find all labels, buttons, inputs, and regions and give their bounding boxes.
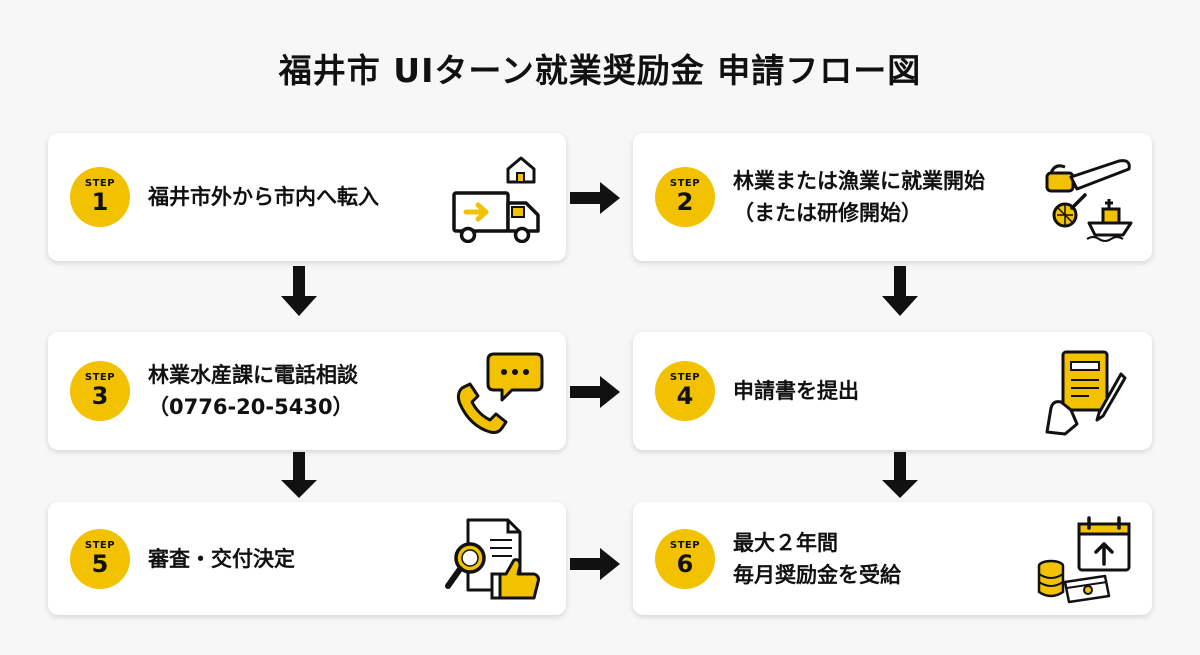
step-badge: STEP 1 [70, 167, 130, 227]
step-number: 4 [676, 382, 694, 410]
moving-truck-icon [452, 156, 540, 243]
step-label-line: 申請書を提出 [733, 379, 859, 403]
arrow-down-step1-to-step3 [281, 266, 317, 316]
step-label-line: 福井市外から市内へ転入 [148, 185, 379, 209]
page-title: 福井市 UIターン就業奨励金 申請フロー図 [278, 51, 922, 90]
phone-chat-icon [456, 352, 544, 434]
step-badge: STEP 3 [70, 361, 130, 421]
step-word: STEP [84, 539, 116, 551]
arrow-right-step3-to-step4 [570, 376, 620, 408]
arrow-right-step5-to-step6 [570, 548, 620, 580]
step-label: 福井市外から市内へ転入 [148, 181, 379, 213]
step-badge: STEP 5 [70, 528, 130, 589]
step-word: STEP [669, 539, 701, 551]
arrow-down-step3-to-step5 [281, 452, 317, 498]
step-label-line: （または研修開始） [733, 201, 922, 225]
step-word: STEP [84, 372, 116, 383]
step-number: 2 [676, 188, 694, 216]
arrow-right-step1-to-step2 [570, 182, 620, 214]
step-word: STEP [669, 178, 701, 189]
step-card-2: STEP 2 林業または漁業に就業開始 （または研修開始） [633, 133, 1152, 261]
step-badge: STEP 2 [655, 167, 715, 227]
step-badge: STEP 4 [655, 361, 715, 421]
step-label-line: 最大２年間 [733, 530, 838, 555]
step-number: 1 [91, 188, 109, 216]
step-label: 申請書を提出 [733, 375, 859, 407]
step-label-line: 林業または漁業に就業開始 [733, 169, 985, 193]
step-number: 3 [91, 382, 109, 410]
step-card-4: STEP 4 申請書を提出 [633, 332, 1152, 450]
step-number: 6 [676, 549, 694, 578]
chainsaw-fishing-boat-icon [1045, 159, 1133, 242]
step-label: 最大２年間 毎月奨励金を受給 [733, 527, 901, 591]
arrow-down-step2-to-step4 [882, 266, 918, 316]
step-card-1: STEP 1 福井市外から市内へ転入 [48, 133, 566, 261]
step-card-5: STEP 5 審査・交付決定 [48, 502, 566, 615]
step-label: 審査・交付決定 [148, 543, 295, 575]
step-badge: STEP 6 [655, 528, 715, 589]
review-approval-icon [445, 518, 540, 600]
step-card-6: STEP 6 最大２年間 毎月奨励金を受給 [633, 502, 1152, 615]
step-label-line: 林業水産課に電話相談 [148, 363, 358, 387]
step-label-line: （0776-20-5430） [148, 395, 354, 419]
step-word: STEP [84, 178, 116, 189]
step-label: 林業または漁業に就業開始 （または研修開始） [733, 165, 985, 229]
step-number: 5 [91, 549, 109, 578]
step-label: 林業水産課に電話相談 （0776-20-5430） [148, 359, 358, 423]
step-label-line: 審査・交付決定 [148, 546, 295, 571]
step-card-3: STEP 3 林業水産課に電話相談 （0776-20-5430） [48, 332, 566, 450]
step-label-line: 毎月奨励金を受給 [733, 562, 901, 587]
arrow-down-step4-to-step6 [882, 452, 918, 498]
step-word: STEP [669, 372, 701, 383]
money-calendar-icon [1037, 516, 1131, 604]
document-signing-icon [1045, 350, 1127, 436]
